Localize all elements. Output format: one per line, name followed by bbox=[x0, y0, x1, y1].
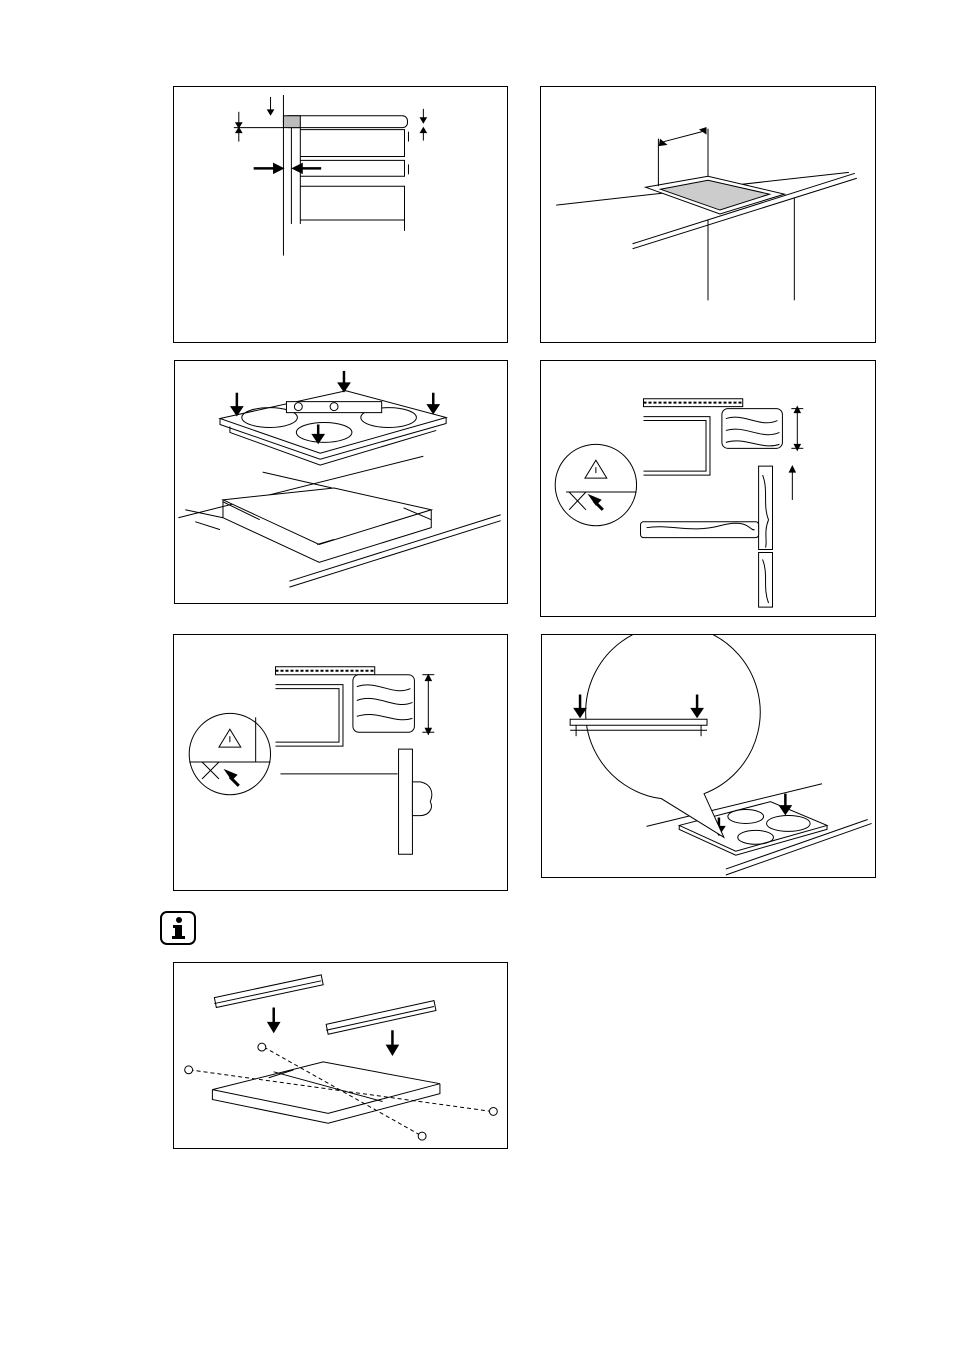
drawer-support-drawing bbox=[174, 635, 507, 890]
figure-cutout-clearance bbox=[173, 86, 508, 343]
clearance-drawing bbox=[174, 87, 507, 342]
info-icon bbox=[160, 911, 196, 945]
figure-hob-insertion bbox=[174, 360, 508, 604]
figure-worktop-cutout bbox=[540, 86, 876, 343]
hob-insertion-drawing bbox=[175, 361, 507, 603]
figure-wood-support bbox=[540, 360, 876, 617]
info-glyph bbox=[168, 916, 188, 940]
wood-support-drawing bbox=[541, 361, 875, 616]
assembly-drawing bbox=[174, 963, 507, 1148]
press-hob-drawing bbox=[542, 635, 875, 877]
figure-bottom-box-assembly bbox=[173, 962, 508, 1149]
cutout-drawing bbox=[541, 87, 875, 342]
figure-wood-support-drawer bbox=[173, 634, 508, 891]
figure-press-hob bbox=[541, 634, 876, 878]
